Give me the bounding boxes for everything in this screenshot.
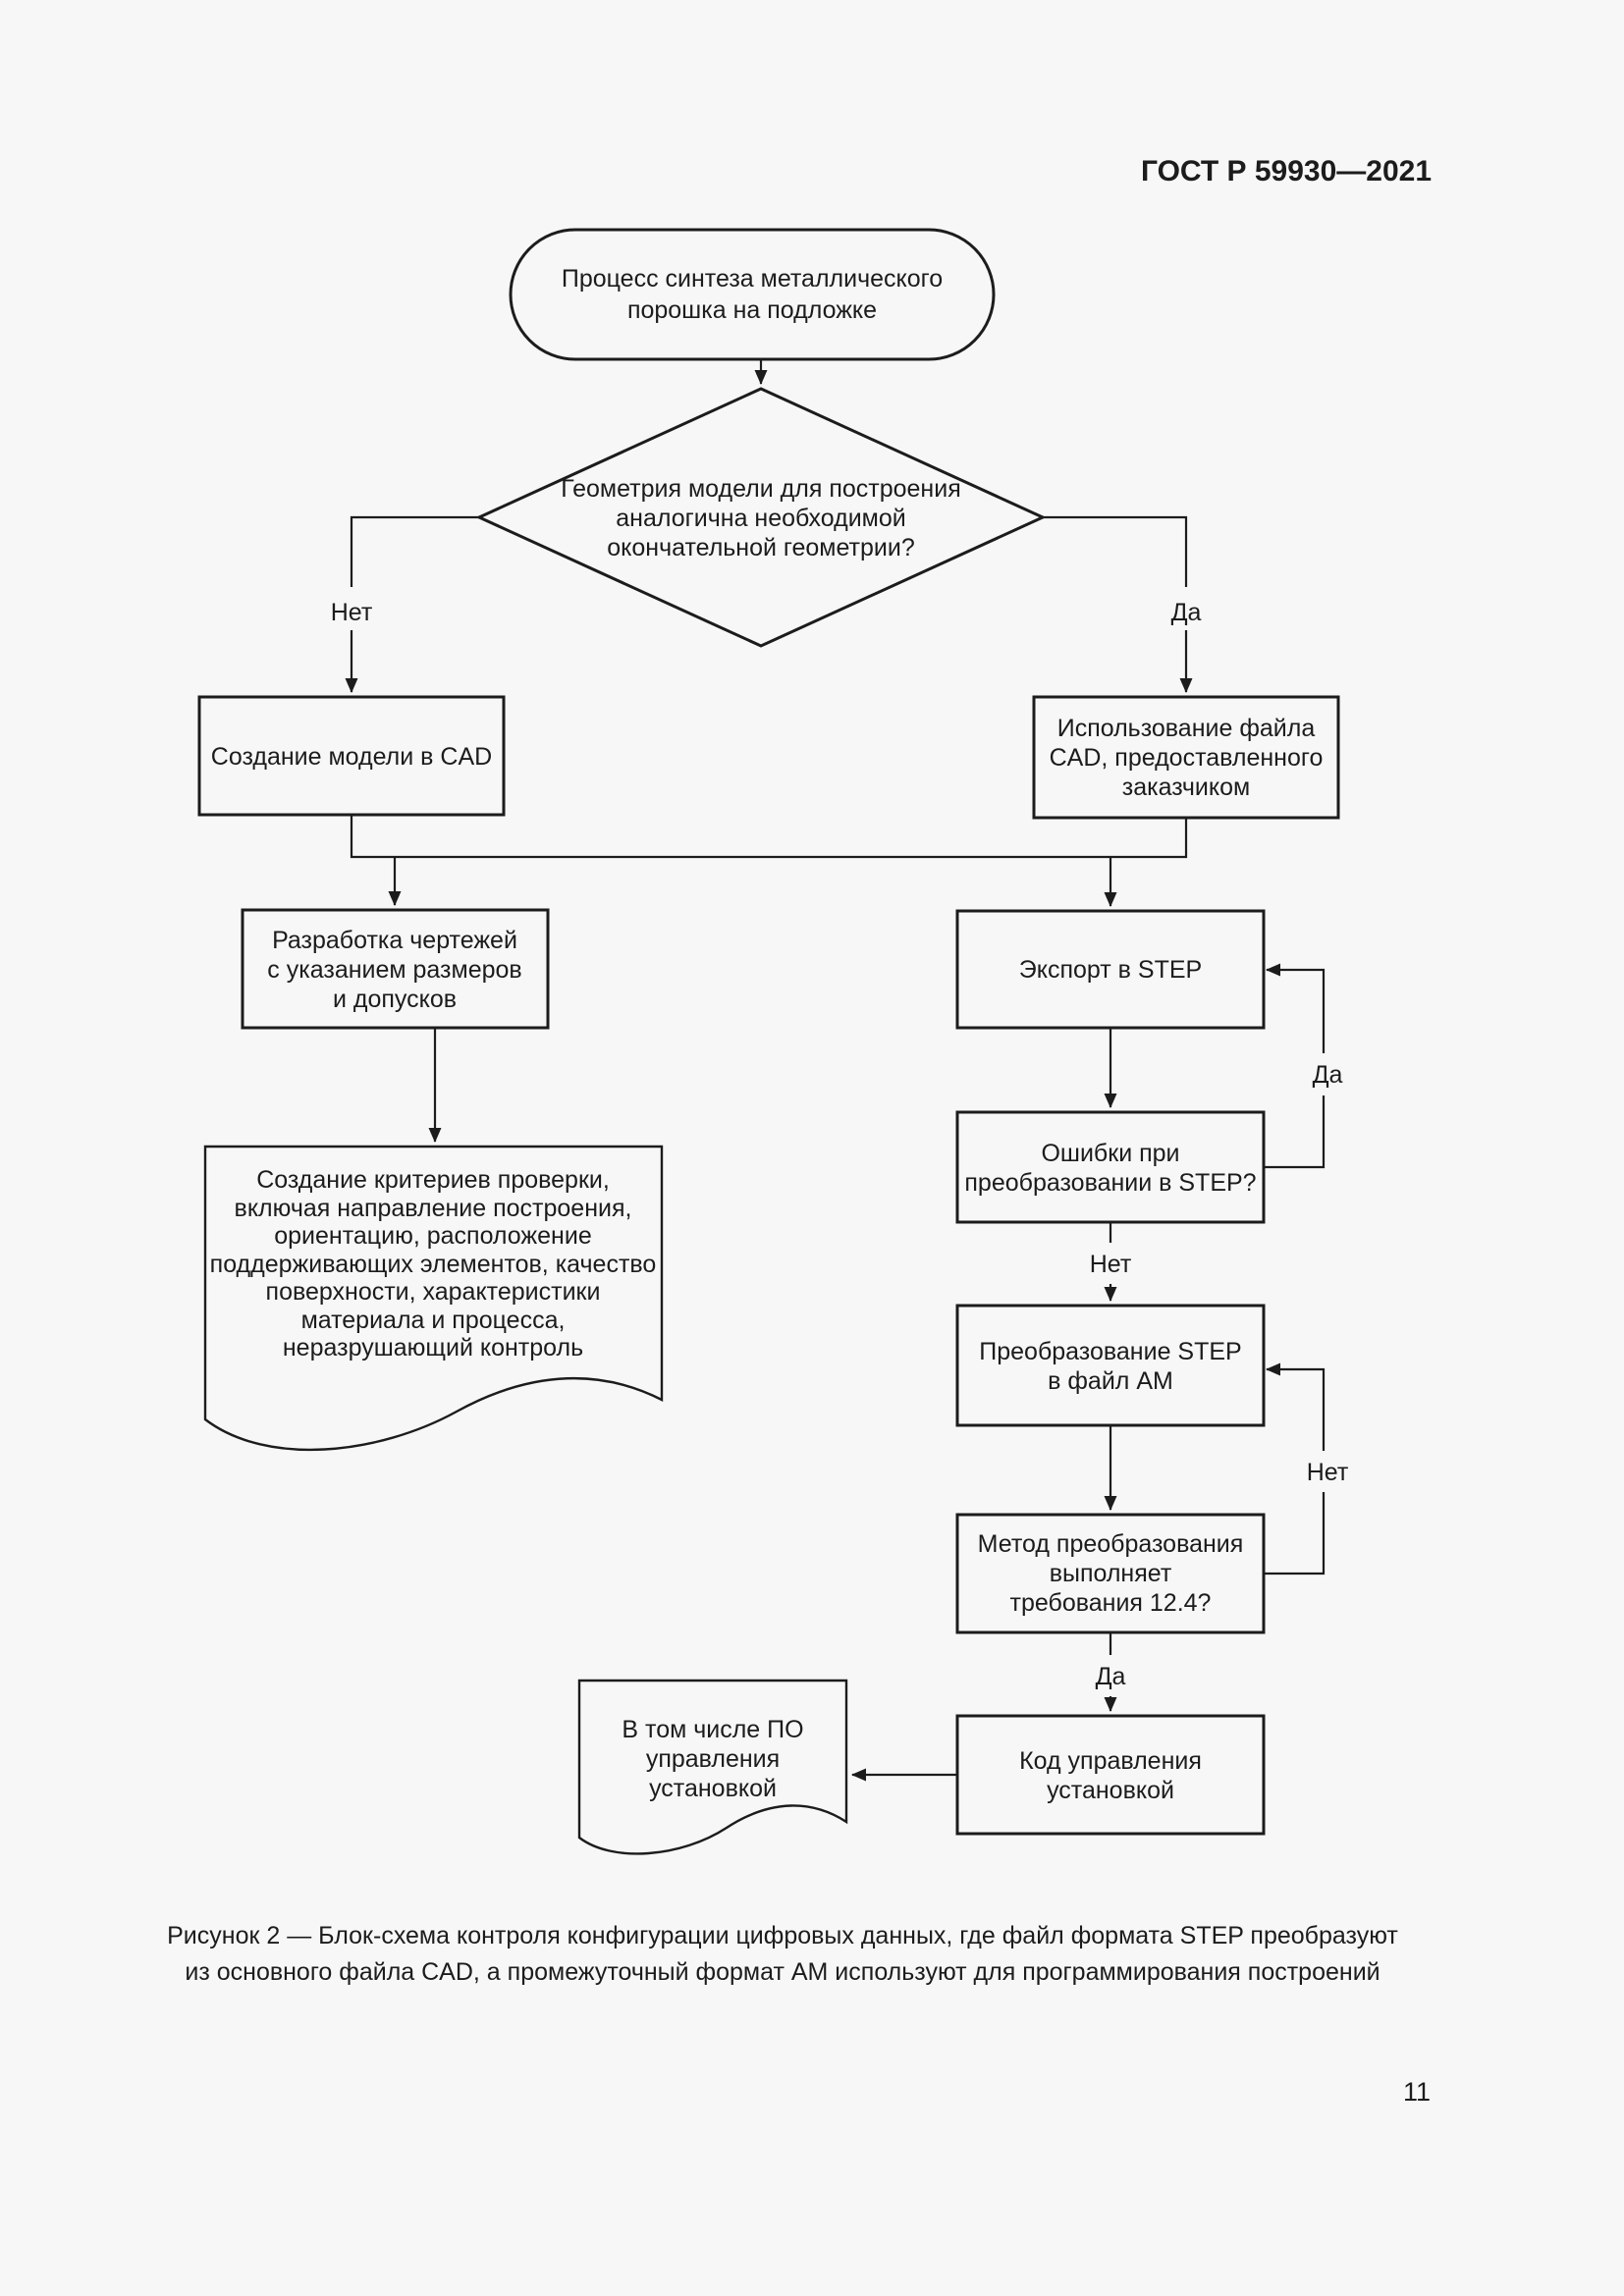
create-model-cad-box (197, 695, 506, 817)
branch-label-no: Нет (331, 599, 373, 626)
label-mask (326, 587, 377, 630)
method-check-line: требования 12.4? (1010, 1589, 1212, 1617)
develop-drawings-line: и допусков (333, 986, 457, 1013)
page-number: 11 (1403, 2077, 1431, 2107)
no-after-errors-label: Нет (1090, 1251, 1132, 1278)
criteria-document-line: ориентацию, расположение (274, 1222, 591, 1250)
software-document-line: В том числе ПО (622, 1716, 803, 1743)
software-document-line: управления (646, 1745, 780, 1773)
criteria-document-line: неразрушающий контроль (283, 1334, 583, 1362)
criteria-document-line: включая направление построения, (235, 1195, 632, 1222)
label-mask (1088, 1655, 1133, 1696)
connector-join-line (350, 815, 1188, 859)
convert-step-am-box (955, 1304, 1266, 1427)
criteria-document-line: поверхности, характеристики (266, 1278, 601, 1306)
label-mask (1304, 1053, 1347, 1095)
decision-geometry-line: окончательной геометрии? (607, 534, 915, 561)
method-check-line: Метод преобразования (978, 1530, 1244, 1558)
use-customer-file-line: заказчиком (1122, 774, 1250, 801)
errors-in-step-line: преобразовании в STEP? (964, 1169, 1256, 1197)
decision-geometry-line: аналогична необходимой (616, 505, 905, 532)
develop-drawings-box (241, 908, 550, 1030)
machine-code-line: Код управления (1019, 1747, 1202, 1775)
errors-in-step-box (955, 1110, 1266, 1224)
figure-caption-line: из основного файла CAD, а промежуточный … (185, 1958, 1380, 1986)
decision-geometry-diamond (475, 387, 1047, 648)
criteria-document-line: материала и процесса, (301, 1307, 566, 1334)
machine-code-box (955, 1714, 1266, 1836)
convert-step-am-line: в файл АМ (1048, 1367, 1173, 1395)
machine-code-line: установкой (1047, 1777, 1174, 1804)
label-mask (1164, 587, 1208, 630)
export-step-box (955, 909, 1266, 1030)
yes-after-method-label: Да (1096, 1663, 1126, 1690)
start-terminator (509, 228, 996, 361)
loop-no-label: Нет (1307, 1459, 1349, 1486)
develop-drawings-line: с указанием размеров (267, 956, 521, 984)
start-text-line: Процесс синтеза металлического (562, 265, 943, 293)
use-customer-file-box (1032, 695, 1340, 820)
criteria-document-shape (203, 1145, 664, 1452)
errors-in-step-line: Ошибки при (1041, 1140, 1179, 1167)
use-customer-file-line: Использование файла (1057, 715, 1316, 742)
decision-geometry-line: Геометрия модели для построения (561, 475, 961, 503)
connector-decision-no (345, 515, 479, 693)
method-check-box (955, 1513, 1266, 1634)
loop-yes-label: Да (1313, 1061, 1343, 1089)
export-step-line: Экспорт в STEP (1019, 956, 1202, 984)
software-document-shape (577, 1679, 848, 1855)
label-mask (1084, 1243, 1137, 1284)
branch-label-yes: Да (1171, 599, 1202, 626)
develop-drawings-line: Разработка чертежей (272, 927, 517, 954)
software-document-line: установкой (649, 1775, 777, 1802)
create-model-cad-line: Создание модели в CAD (211, 743, 492, 771)
connector-decision-yes (1043, 515, 1193, 693)
label-mask (1300, 1451, 1355, 1492)
use-customer-file-line: CAD, предоставленного (1050, 744, 1324, 772)
method-check-line: выполняет (1050, 1560, 1172, 1587)
convert-step-am-line: Преобразование STEP (979, 1338, 1241, 1365)
criteria-document-line: поддерживающих элементов, качество (210, 1251, 657, 1278)
figure-caption-line: Рисунок 2 — Блок-схема контроля конфигур… (167, 1922, 1398, 1949)
start-text-line: порошка на подложке (627, 296, 877, 324)
document-header: ГОСТ Р 59930—2021 (1141, 155, 1432, 187)
criteria-document-line: Создание критериев проверки, (256, 1166, 610, 1194)
